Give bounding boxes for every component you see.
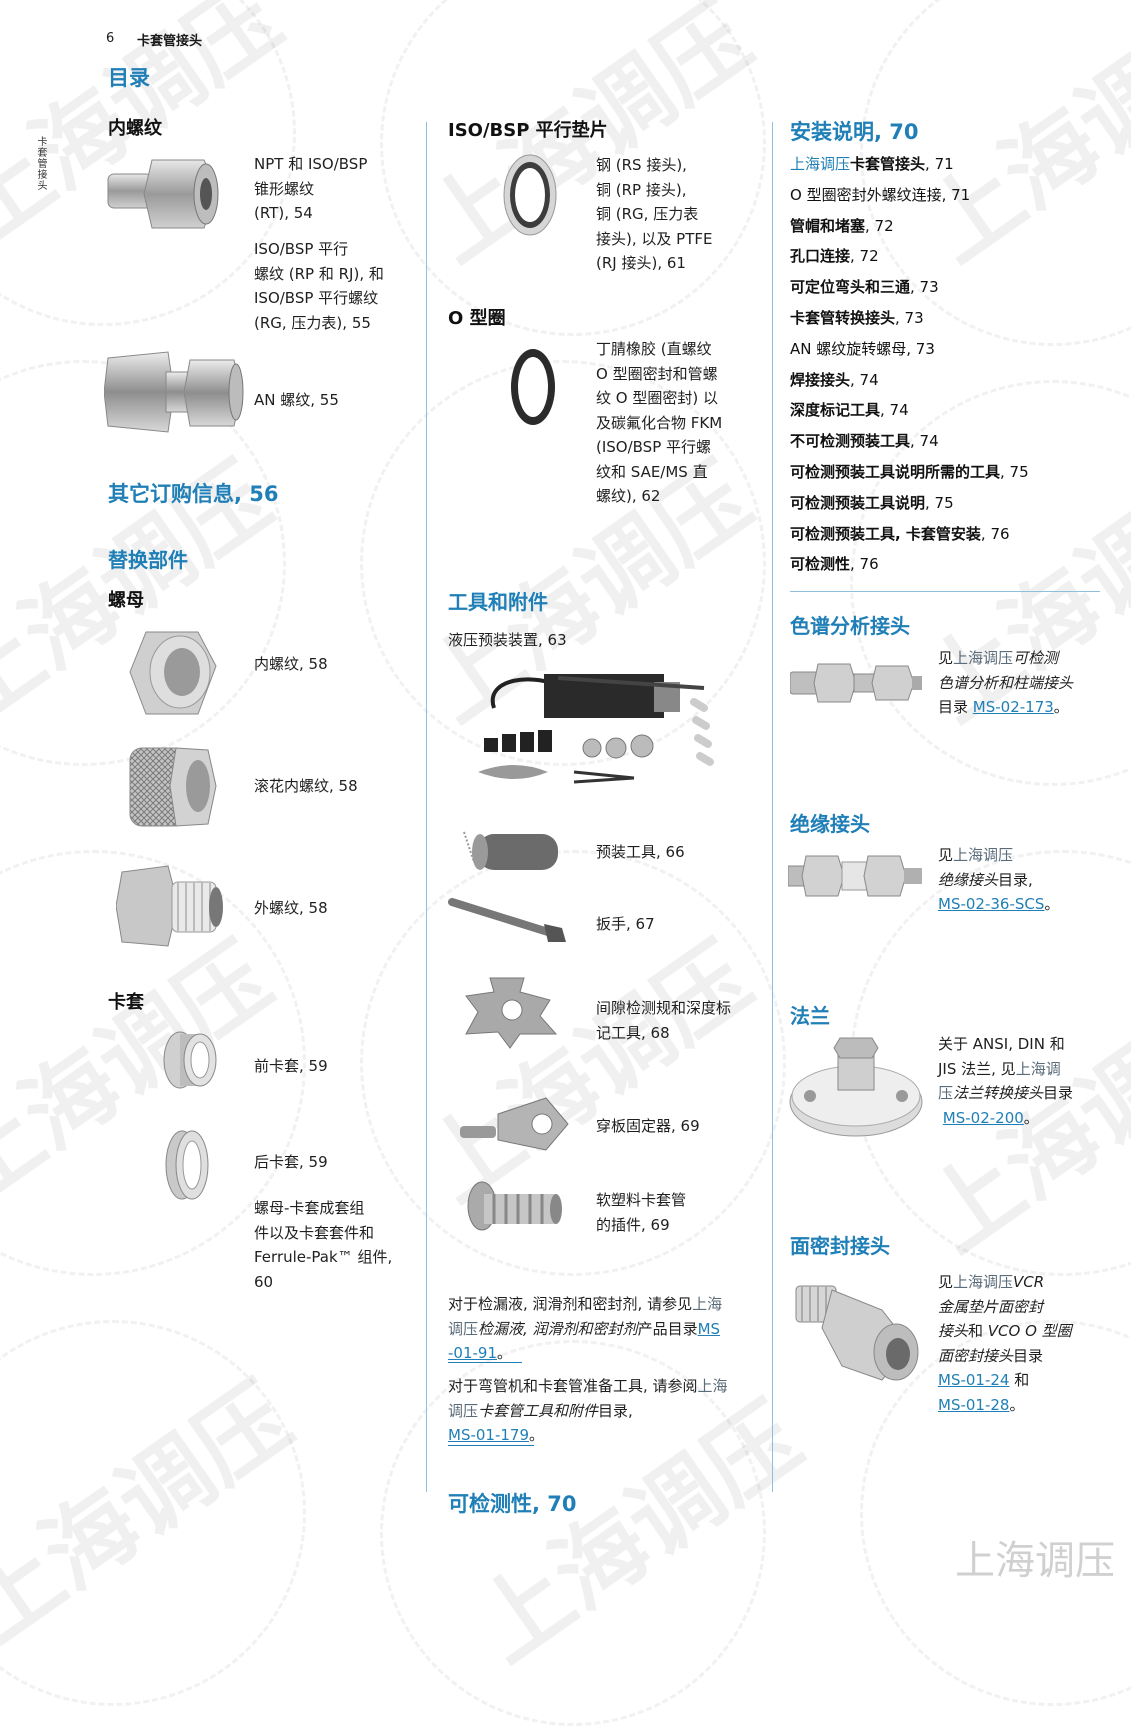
ferrule-sets-text: 螺母-卡套成套组 件以及卡套套件和 Ferrule-Pak™ 组件, 60 xyxy=(254,1199,393,1291)
hydraulic-kit-image xyxy=(474,668,740,802)
install-item: AN 螺纹旋转螺母, 73 xyxy=(790,339,935,358)
install-item: 可检测预装工具说明所需的工具, 75 xyxy=(790,462,1029,481)
oring-heading: O 型圈 xyxy=(448,308,506,329)
back-ferrule-text: 后卡套, 59 xyxy=(254,1153,328,1171)
an-connector-image xyxy=(104,346,246,438)
install-item: 焊接接头, 74 xyxy=(790,370,879,389)
install-heading: 安装说明, 70 xyxy=(790,120,919,144)
female-nut-image xyxy=(126,626,218,718)
leak-detector-note: 对于检漏液, 润滑剂和密封剂, 请参见上海 调压检漏液, 润滑剂和密封剂产品目录… xyxy=(448,1295,723,1362)
face-seal-heading: 面密封接头 xyxy=(790,1234,890,1258)
gasket-heading: ISO/BSP 平行垫片 xyxy=(448,120,608,141)
column-divider xyxy=(772,122,773,1492)
page-number: 6 xyxy=(106,31,115,46)
gap-gauge-text: 间隙检测规和深度标 记工具, 68 xyxy=(596,999,732,1042)
chromatography-text: 见上海调压可检测 色谱分析和柱端接头 目录 MS-02-173。 xyxy=(938,649,1074,716)
tools-heading: 工具和附件 xyxy=(448,590,548,614)
install-item: 可定位弯头和三通, 73 xyxy=(790,278,939,297)
oring-text: 丁腈橡胶 (直螺纹 O 型圈密封和管螺 纹 O 型圈密封) 以 及碳氟化合物 F… xyxy=(596,340,723,505)
install-item: 管帽和堵塞, 72 xyxy=(790,216,894,235)
flange-text: 关于 ANSI, DIN 和 JIS 法兰, 见上海调 压法兰转换接头目录 MS… xyxy=(938,1035,1074,1127)
note-underline xyxy=(448,1362,522,1363)
wrench-text: 扳手, 67 xyxy=(596,915,655,933)
gasket-text: 钢 (RS 接头), 铜 (RP 接头), 铜 (RG, 压力表 接头), 以及… xyxy=(596,156,713,272)
wrench-image xyxy=(448,896,578,946)
female-connector-image xyxy=(106,150,226,250)
watermark: 上海调压 xyxy=(0,923,291,1223)
oring-image xyxy=(506,344,560,430)
replacement-parts-heading: 替换部件 xyxy=(108,548,188,572)
install-item: 可检测预装工具说明, 75 xyxy=(790,493,954,512)
hydraulic-unit-text: 液压预装装置, 63 xyxy=(448,631,567,649)
preswage-tool-image xyxy=(454,822,570,880)
catalog-link-ms-02-200[interactable]: MS-02-200 xyxy=(942,1108,1024,1127)
chromatography-heading: 色谱分析接头 xyxy=(790,614,910,638)
preswage-tool-text: 预装工具, 66 xyxy=(596,843,685,861)
female-thread-npt-text: NPT 和 ISO/BSP 锥形螺纹 (RT), 54 xyxy=(254,155,368,222)
face-seal-text: 见上海调压VCR 金属垫片面密封 接头和 VCO O 型圈 面密封接头目录 MS… xyxy=(938,1273,1072,1414)
front-ferrule-image xyxy=(160,1028,218,1092)
install-item: 深度标记工具, 74 xyxy=(790,401,909,420)
insulating-text: 见上海调压 绝缘接头目录, MS-02-36-SCS。 xyxy=(938,846,1060,913)
male-nut-text: 外螺纹, 58 xyxy=(254,899,328,917)
catalog-link-ms-01-179[interactable]: MS-01-179 xyxy=(448,1426,530,1444)
install-item: 卡套管转换接头, 73 xyxy=(790,308,924,327)
catalog-link-ms-01-28[interactable]: MS-01-28 xyxy=(938,1395,1010,1414)
male-nut-image xyxy=(116,858,226,954)
watermark: 上海调压 xyxy=(407,0,771,283)
ferrules-heading: 卡套 xyxy=(108,992,144,1013)
watermark: 上海调压 xyxy=(0,1363,311,1663)
knurled-nut-text: 滚花内螺纹, 58 xyxy=(254,777,358,795)
install-item: 可检测性, 76 xyxy=(790,555,879,574)
gasket-image xyxy=(498,150,562,240)
column-divider xyxy=(426,122,427,1492)
female-thread-heading: 内螺纹 xyxy=(108,118,162,139)
back-ferrule-image xyxy=(162,1126,214,1204)
bulkhead-retainer-text: 穿板固定器, 69 xyxy=(596,1117,700,1135)
tube-tools-note: 对于弯管机和卡套管准备工具, 请参阅上海 调压卡套管工具和附件目录, MS-01… xyxy=(448,1377,728,1444)
female-nut-text: 内螺纹, 58 xyxy=(254,655,328,673)
note-underline xyxy=(448,1445,534,1446)
side-tab-label: 卡套管接头 xyxy=(35,136,46,191)
catalog-link-ms-02-173[interactable]: MS-02-173 xyxy=(972,698,1054,716)
bulkhead-retainer-image xyxy=(458,1094,574,1154)
catalog-link-ms-01-24[interactable]: MS-01-24 xyxy=(938,1371,1010,1389)
install-item: 不可检测预装工具, 74 xyxy=(790,432,939,451)
watermark: 上海调压 xyxy=(407,923,771,1223)
female-thread-parallel-text: ISO/BSP 平行 螺纹 (RP 和 RJ), 和 ISO/BSP 平行螺纹 … xyxy=(254,240,384,332)
catalog-link-ms-02-36-scs[interactable]: MS-02-36-SCS xyxy=(938,895,1045,913)
corner-watermark: 上海调压 xyxy=(955,1538,1115,1584)
install-item: 上海调压卡套管接头, 71 xyxy=(790,155,954,173)
other-ordering-heading: 其它订购信息, 56 xyxy=(108,482,279,506)
flange-adapter-image xyxy=(788,1036,924,1140)
install-item: 可检测预装工具, 卡套管安装, 76 xyxy=(790,524,1010,543)
knurled-nut-image xyxy=(126,740,218,832)
page-header-title: 卡套管接头 xyxy=(137,34,203,49)
insert-image xyxy=(464,1176,568,1252)
gap-gauge-image xyxy=(460,972,560,1052)
install-item: O 型圈密封外螺纹连接, 71 xyxy=(790,185,971,204)
install-item: 孔口连接, 72 xyxy=(790,247,879,266)
flange-heading: 法兰 xyxy=(790,1004,830,1028)
inspectability-heading: 可检测性, 70 xyxy=(448,1492,577,1516)
catalog-link-ms-01-91[interactable]: -01-91 xyxy=(448,1344,497,1362)
chromatography-fitting-image xyxy=(790,658,922,708)
toc-title: 目录 xyxy=(108,66,150,90)
catalog-link-ms-01-91[interactable]: MS xyxy=(697,1319,721,1338)
an-thread-text: AN 螺纹, 55 xyxy=(254,391,339,409)
insulating-fitting-image xyxy=(788,848,924,904)
front-ferrule-text: 前卡套, 59 xyxy=(254,1057,328,1075)
insert-text: 软塑料卡套管 的插件, 69 xyxy=(596,1191,687,1234)
section-divider xyxy=(790,591,1100,592)
face-seal-fitting-image xyxy=(792,1276,922,1386)
install-list: 上海调压卡套管接头, 71 O 型圈密封外螺纹连接, 71 管帽和堵塞, 72 … xyxy=(790,149,1029,580)
nuts-heading: 螺母 xyxy=(108,590,144,611)
insulating-heading: 绝缘接头 xyxy=(790,812,870,836)
